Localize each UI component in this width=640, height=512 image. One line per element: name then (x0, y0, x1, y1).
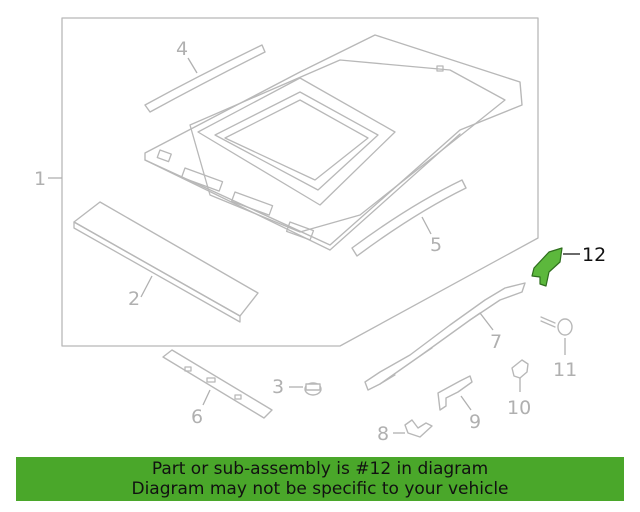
part-3-clip[interactable] (304, 382, 322, 396)
part-11-bolt[interactable] (540, 316, 573, 336)
part-12-highlighted[interactable] (531, 247, 563, 287)
leader-4 (187, 57, 198, 74)
part-7-rail[interactable] (364, 282, 526, 391)
callout-10: 10 (507, 397, 531, 419)
callout-3: 3 (272, 376, 284, 398)
part-5-strip[interactable] (351, 179, 467, 257)
parts-diagram: 1 2 3 4 5 6 7 8 9 10 11 12 (34, 17, 606, 445)
part-6-bracket[interactable] (162, 349, 273, 419)
part-8-clip[interactable] (404, 419, 433, 438)
part-1-headliner[interactable] (144, 34, 523, 251)
callout-1: 1 (34, 168, 46, 190)
assembly-boundary (61, 17, 539, 347)
callout-4: 4 (176, 38, 188, 60)
leader-2 (140, 275, 153, 298)
part-10-clip[interactable] (511, 359, 529, 379)
leader-9 (460, 395, 472, 411)
callout-8: 8 (377, 423, 389, 445)
leader-6 (202, 389, 211, 406)
callout-5: 5 (430, 234, 442, 256)
leader-5 (421, 216, 432, 235)
banner-line-2: Diagram may not be specific to your vehi… (131, 479, 509, 499)
callout-11: 11 (553, 359, 577, 381)
callout-7: 7 (490, 331, 502, 353)
banner-line-1: Part or sub-assembly is #12 in diagram (151, 459, 489, 479)
callout-2: 2 (128, 288, 140, 310)
part-2-panel[interactable] (73, 201, 259, 323)
callout-12: 12 (582, 244, 606, 266)
info-banner: Part or sub-assembly is #12 in diagram D… (16, 457, 624, 501)
part-9-bracket[interactable] (437, 375, 473, 411)
callout-9: 9 (469, 411, 481, 433)
leader-7 (479, 312, 494, 331)
callout-6: 6 (191, 406, 203, 428)
part-4-strip[interactable] (144, 44, 266, 113)
